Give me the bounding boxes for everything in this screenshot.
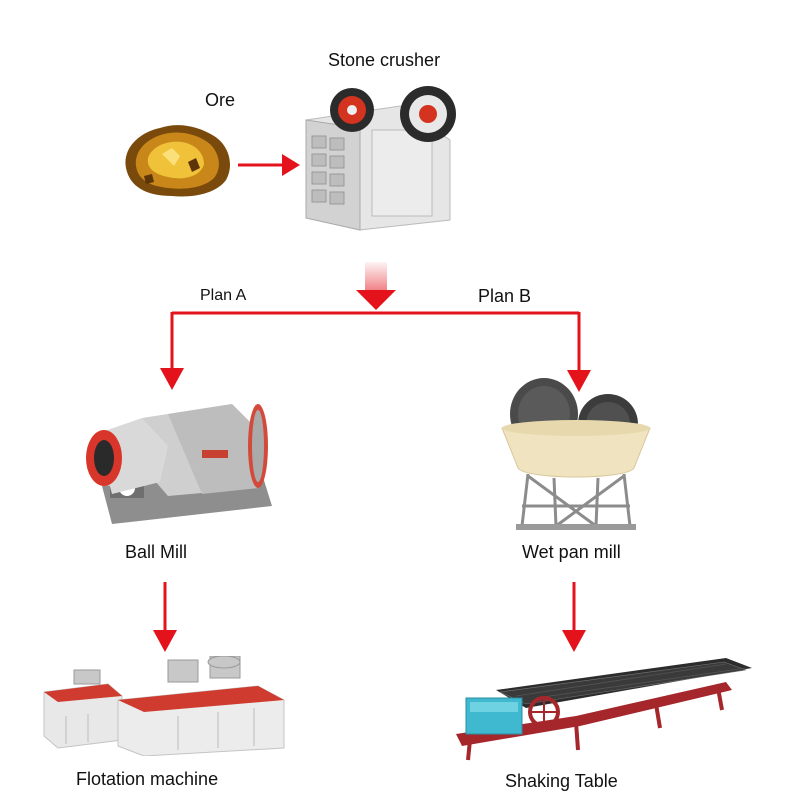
shaking-table-label: Shaking Table <box>505 771 618 791</box>
flotation-machine-icon <box>43 656 285 756</box>
ball-mill-label: Ball Mill <box>125 542 188 562</box>
ball-mill-icon <box>86 404 272 524</box>
ore-label: Ore <box>205 90 236 110</box>
plan-b-label: Plan B <box>478 286 532 306</box>
wet-pan-mill-icon <box>501 378 651 530</box>
arrow-crusher-stem <box>365 262 387 292</box>
arrow-ballmill-to-flotation <box>153 582 177 652</box>
jaw-crusher-icon <box>305 86 456 231</box>
arrow-crusher-down <box>356 290 396 310</box>
branch-connector <box>160 311 591 392</box>
gold-ore-icon <box>125 125 230 197</box>
shaking-table-icon <box>456 658 752 761</box>
arrow-wetpan-to-shaking <box>562 582 586 652</box>
flotation-machine-label: Flotation machine <box>76 769 219 789</box>
stone-crusher-label: Stone crusher <box>328 50 441 70</box>
arrow-ore-to-crusher <box>238 154 300 176</box>
wet-pan-mill-label: Wet pan mill <box>522 542 621 562</box>
plan-a-label: Plan A <box>200 287 247 304</box>
